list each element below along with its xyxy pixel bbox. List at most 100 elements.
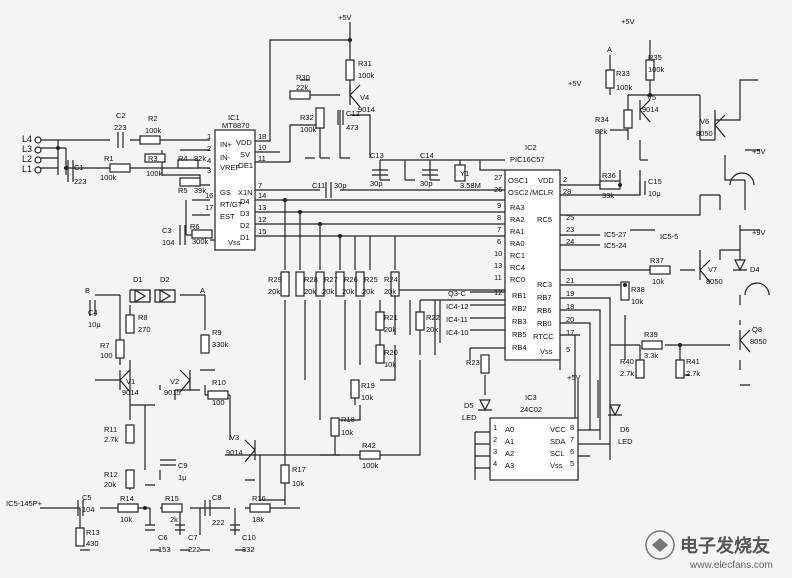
labels: L4 L3 L2 L1 +5V +5V +5V +5V +5V +9V B A …	[6, 13, 767, 554]
ic1-pin-number: 11	[258, 154, 266, 163]
ic1-body: IC1 MT8870 IN+ IN- VREF GS RT/GT EST Vss…	[205, 113, 266, 251]
ic1-pin-number: 7	[258, 181, 262, 190]
r24-label: R24	[384, 275, 398, 284]
ic1-pin-number: 12	[258, 215, 266, 224]
ic3-pin-scl: SCL	[550, 449, 565, 458]
d1-label: D1	[133, 275, 143, 284]
r13-label: R13	[86, 528, 100, 537]
capacitors	[67, 110, 646, 531]
line-l1-label: L1	[22, 164, 32, 174]
node-ic5-145p-label: IC5-145P+	[6, 499, 43, 508]
r27-label: R27	[324, 275, 338, 284]
ic2-pin-rb3: RB3	[512, 317, 527, 326]
supply-5v-label: +5V	[567, 373, 581, 382]
r2-value: 100k	[145, 126, 162, 135]
r17-label: R17	[292, 465, 306, 474]
r29-value: 20k	[268, 287, 280, 296]
ic1-pin-number: 10	[258, 143, 266, 152]
r10-label: R10	[212, 378, 226, 387]
ic3-pin-a0: A0	[505, 425, 514, 434]
ic1-pin-rtgt: RT/GT	[220, 200, 243, 209]
v7-value: 8050	[706, 277, 723, 286]
r3-label: R3	[148, 154, 158, 163]
ic1-name: IC1	[228, 113, 240, 122]
r8-label: R8	[138, 313, 148, 322]
r11-value: 2.7k	[104, 435, 118, 444]
ic1-pin-vdd: VDD	[236, 138, 252, 147]
ic1-pin-number: 18	[258, 132, 266, 141]
ic1-pin-sv: SV	[240, 150, 250, 159]
r28-label: R28	[304, 275, 318, 284]
line-l2-label: L2	[22, 154, 32, 164]
r38-value: 10k	[631, 297, 643, 306]
ic2-pin-rc1: RC1	[510, 251, 525, 260]
buzzer-shapes	[729, 172, 770, 296]
r36-value: 33k	[602, 191, 614, 200]
r29-label: R29	[268, 275, 282, 284]
c5-value: 104	[82, 505, 95, 514]
resistor-bodies	[75, 59, 685, 547]
ic2-pin-osc1: OSC1	[508, 176, 528, 185]
ic2-pin-number: 18	[566, 302, 574, 311]
r27-value: 20k	[322, 287, 334, 296]
c5-label: C5	[82, 493, 92, 502]
ic1-pin-d3: D3	[240, 209, 250, 218]
r5-label: R5	[178, 186, 188, 195]
r24-value: 20k	[384, 287, 396, 296]
ic1-pin-d2: D2	[240, 221, 250, 230]
r20-label: R20	[384, 348, 398, 357]
ic2-pin-rb7: RB7	[537, 293, 552, 302]
ic1-pin-est: EST	[220, 212, 235, 221]
d5-type-label: LED	[462, 413, 477, 422]
ic2-pin-number: 17	[566, 328, 574, 337]
r41-label: R41	[686, 357, 700, 366]
r42-label: R42	[362, 441, 376, 450]
ic2-pin-number: 6	[497, 237, 501, 246]
r9-value: 330k	[212, 340, 229, 349]
node-ic4-11-label: IC4-11	[446, 315, 468, 324]
r10-value: 100	[212, 398, 225, 407]
r12-label: R12	[104, 470, 118, 479]
ic1-part: MT8870	[222, 121, 250, 130]
r33-value: 100k	[616, 83, 633, 92]
transistors	[119, 84, 751, 463]
v6-label: V6	[700, 117, 709, 126]
r20-value: 10k	[384, 360, 396, 369]
r8-value: 270	[138, 325, 151, 334]
diodes	[129, 259, 747, 417]
r6-value: 300k	[192, 237, 209, 246]
c6-label: C6	[158, 533, 168, 542]
d6-label: D6	[620, 425, 630, 434]
ic2-name: IC2	[525, 143, 537, 152]
ic2-pin-rb6: RB6	[537, 306, 552, 315]
v5-label: V5	[647, 93, 656, 102]
v3-value: 9014	[226, 448, 243, 457]
ic2-pin-vdd: VDD	[538, 176, 554, 185]
r14-value: 10k	[120, 515, 132, 524]
supply-5v-label: +5V	[338, 13, 352, 22]
ic3-name: IC3	[525, 393, 537, 402]
crystal-value: 3.58M	[460, 181, 481, 190]
ic2-part: PIC16C57	[510, 155, 545, 164]
r39-label: R39	[644, 330, 658, 339]
d4-label: D4	[750, 265, 760, 274]
ic2-pin-number: 26	[494, 185, 502, 194]
r5-value: 39k	[194, 186, 206, 195]
crystal-body	[454, 164, 466, 182]
r31-value: 100k	[358, 71, 375, 80]
r32-value: 100k	[300, 125, 317, 134]
c9-label: C9	[178, 461, 188, 470]
v2-label: V2	[170, 377, 179, 386]
ic3-pin-number: 5	[570, 459, 574, 468]
r35-value: 100k	[648, 65, 665, 74]
ic2-pin-rc4: RC4	[510, 263, 525, 272]
c11-label: C11	[312, 181, 325, 190]
watermark-brand: 电子发烧友	[680, 535, 770, 557]
ic2-pin-rb2: RB2	[512, 304, 527, 313]
ic3-pin-number: 4	[493, 459, 497, 468]
c10-label: C10	[242, 533, 256, 542]
ic1-pin-d4: D4	[240, 197, 250, 206]
ic2-pin-number: 2	[563, 175, 567, 184]
ic1-pin-number: 4	[207, 156, 211, 165]
ic2-pin-rc5: RC5	[537, 215, 552, 224]
